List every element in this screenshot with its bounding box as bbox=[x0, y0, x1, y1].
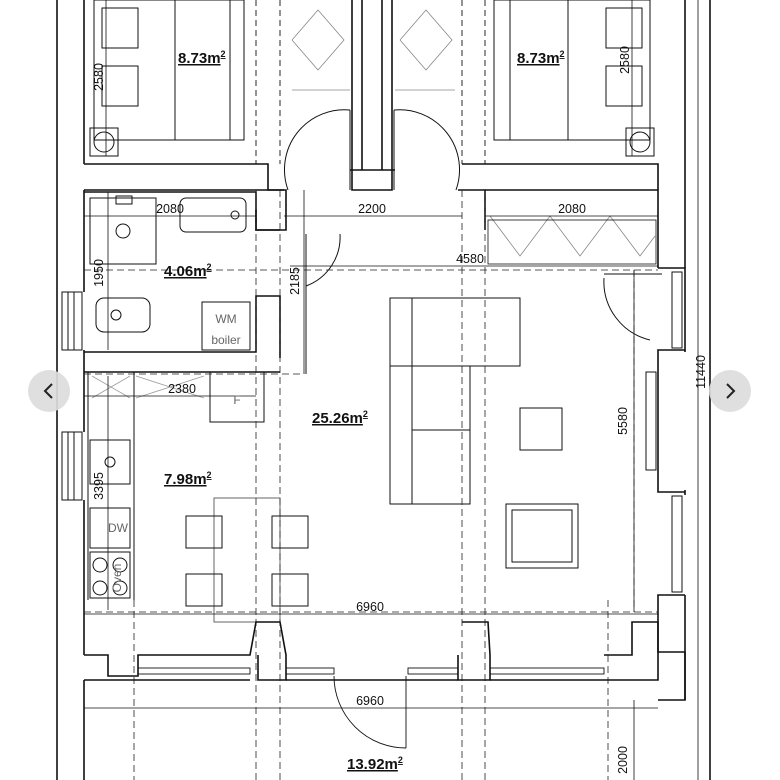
dim-hall-width: 2200 bbox=[358, 202, 386, 216]
dim-wardrobe-width: 2080 bbox=[558, 202, 586, 216]
dim-bath-width: 2080 bbox=[156, 202, 184, 216]
dimension-lines bbox=[84, 0, 699, 780]
fridge-label: F bbox=[233, 393, 240, 407]
dim-hall-height: 2185 bbox=[288, 267, 302, 295]
dishwasher-label-text: DW bbox=[108, 521, 129, 535]
dim-living-height: 5580 bbox=[616, 407, 630, 435]
bed-right bbox=[493, 0, 655, 157]
next-image-button[interactable] bbox=[709, 370, 751, 412]
area-kitchen: 7.98m2 bbox=[164, 470, 212, 488]
dim-kitchen-width: 2380 bbox=[168, 382, 196, 396]
area-bedroom-left: 8.73m2 bbox=[178, 49, 226, 67]
dim-bath-height: 1950 bbox=[92, 259, 106, 287]
dim-bed-left-height: 2580 bbox=[92, 63, 106, 91]
living-furniture bbox=[389, 273, 662, 569]
bottom-windows bbox=[137, 667, 605, 749]
bedroom-dashes bbox=[255, 0, 486, 164]
dim-kitchen-height: 3395 bbox=[92, 472, 106, 500]
kitchen-hatch bbox=[91, 375, 205, 399]
washing-machine-label: WM bbox=[215, 312, 236, 326]
left-windows bbox=[61, 291, 83, 501]
dim-terrace-height: 2000 bbox=[616, 746, 630, 774]
area-terrace: 13.92m2 bbox=[347, 755, 403, 773]
chevron-right-icon bbox=[726, 383, 736, 399]
bottom-walls bbox=[84, 621, 659, 681]
dim-terrace-width: 6960 bbox=[356, 694, 384, 708]
dim-living-top-width: 4580 bbox=[456, 252, 484, 266]
bed-left bbox=[89, 0, 245, 157]
oven-label: Oven bbox=[110, 564, 124, 593]
chevron-left-icon bbox=[43, 383, 53, 399]
outer-walls bbox=[56, 0, 711, 780]
dim-total-height: 11440 bbox=[694, 355, 708, 389]
area-bedroom-right: 8.73m2 bbox=[517, 49, 565, 67]
boiler-label: boiler bbox=[211, 333, 240, 347]
dim-bed-right-height: 2580 bbox=[618, 46, 632, 74]
hall-doors bbox=[284, 109, 460, 191]
wardrobe-right bbox=[487, 215, 657, 265]
right-windows bbox=[645, 271, 683, 593]
area-bathroom: 4.06m2 bbox=[164, 262, 212, 280]
area-living: 25.26m2 bbox=[312, 409, 368, 427]
previous-image-button[interactable] bbox=[28, 370, 70, 412]
wardrobe-top bbox=[291, 9, 455, 91]
bathroom-fixtures bbox=[89, 195, 251, 351]
dim-bottom-width: 6960 bbox=[356, 600, 384, 614]
